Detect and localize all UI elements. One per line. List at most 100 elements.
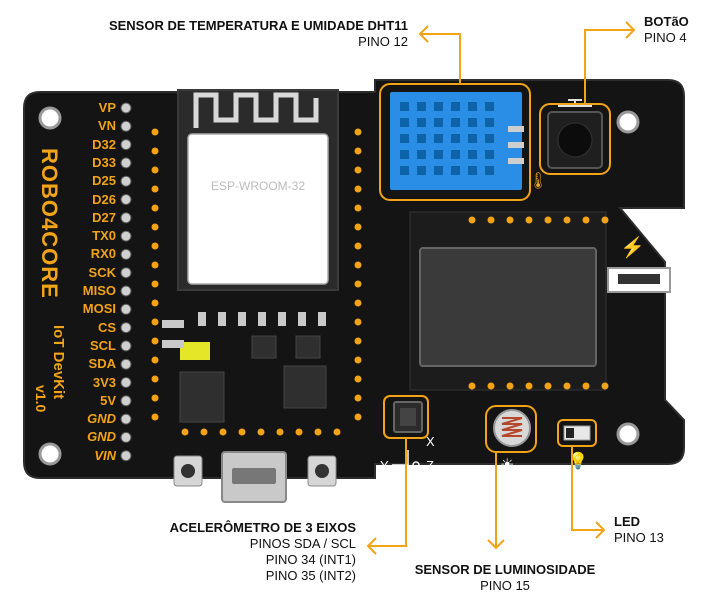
gold-pad — [354, 356, 362, 364]
radio-shield — [419, 247, 597, 367]
gold-pad — [506, 216, 514, 224]
esp32-shield — [187, 133, 329, 285]
button-title: BOTãO — [644, 14, 689, 29]
light-arrow — [487, 539, 505, 550]
dht11-vent — [417, 102, 426, 111]
gold-pad — [544, 382, 552, 390]
dht11-callout — [379, 83, 531, 201]
dht11-vent — [417, 150, 426, 159]
pin-label: 5V — [100, 392, 116, 408]
dht11-vent — [451, 150, 460, 159]
sun-icon: ☀ — [500, 457, 514, 474]
gold-pad — [151, 356, 159, 364]
gold-pad — [333, 428, 341, 436]
header-pin — [120, 395, 132, 407]
gold-pad — [582, 382, 590, 390]
dht11-vent — [434, 166, 443, 175]
pin-label: SCK — [88, 264, 116, 280]
header-pin — [120, 120, 132, 132]
header-pin — [120, 157, 132, 169]
gold-pad — [354, 128, 362, 136]
gold-pad — [563, 216, 571, 224]
battery-slot — [618, 274, 660, 284]
dht11-vent — [400, 102, 409, 111]
gold-pad — [151, 223, 159, 231]
gold-pad — [354, 204, 362, 212]
gold-pad — [354, 318, 362, 326]
voltage-regulator — [179, 371, 225, 423]
light-pin: PINO 15 — [480, 578, 530, 593]
header-pin — [120, 285, 132, 297]
button-leader — [584, 29, 634, 104]
dht11-vent — [468, 166, 477, 175]
led-callout — [557, 419, 597, 447]
header-pin — [120, 450, 132, 462]
accel-line-1: PINOS SDA / SCL — [249, 536, 356, 551]
button-callout — [539, 103, 611, 175]
pin-label: D32 — [92, 136, 116, 152]
dht11-vent — [468, 102, 477, 111]
pin-label: TX0 — [92, 228, 116, 244]
smd-resistor — [198, 312, 206, 326]
gold-pad — [354, 299, 362, 307]
dht11-vent — [400, 150, 409, 159]
light-title: SENSOR DE LUMINOSIDADE — [414, 562, 596, 577]
gold-pad — [601, 216, 609, 224]
smd-chip — [180, 342, 210, 360]
header-pads — [151, 128, 362, 436]
header-pin — [120, 431, 132, 443]
gold-pad — [151, 185, 159, 193]
pin-label: D25 — [92, 173, 116, 189]
pin-header — [120, 102, 132, 462]
gold-pad — [582, 216, 590, 224]
pin-label: VIN — [94, 447, 116, 463]
accel-arrow — [366, 537, 377, 555]
dht11-vent — [451, 166, 460, 175]
pin-label: D26 — [92, 191, 116, 207]
header-pin — [120, 340, 132, 352]
dht11-vent — [451, 134, 460, 143]
dht11-label: SENSOR DE TEMPERATURA E UMIDADE DHT11 PI… — [48, 18, 408, 50]
pin-label: SCL — [90, 337, 116, 353]
gold-pad — [151, 299, 159, 307]
product-version: v1.0 — [33, 385, 49, 412]
pin-label: GND — [87, 411, 116, 427]
thermometer-icon: 🌡 — [528, 172, 548, 190]
gold-pad — [151, 204, 159, 212]
gold-pad — [151, 413, 159, 421]
smd-resistor — [218, 312, 226, 326]
header-pin — [120, 212, 132, 224]
mount-hole-tr — [616, 110, 640, 134]
dht11-title: SENSOR DE TEMPERATURA E UMIDADE DHT11 — [108, 18, 408, 33]
gold-pad — [151, 128, 159, 136]
pin-label: GND — [87, 429, 116, 445]
dht11-vent — [417, 166, 426, 175]
gold-pad — [257, 428, 265, 436]
gold-pad — [181, 428, 189, 436]
smd-cap — [162, 340, 184, 348]
accel-line-2: PINO 34 (INT1) — [265, 552, 356, 567]
pin-label: MISO — [82, 283, 116, 298]
pin-label: CS — [97, 319, 116, 335]
dht11-vent — [468, 134, 477, 143]
accel-line-3: PINO 35 (INT2) — [265, 568, 356, 583]
pin-label: MOSI — [82, 301, 116, 317]
led-leader — [571, 446, 604, 531]
smd-cap — [162, 320, 184, 328]
gold-pad — [525, 216, 533, 224]
dht11-vent — [434, 102, 443, 111]
lightning-icon: ⚡ — [620, 235, 645, 259]
push-button-cap — [557, 122, 593, 158]
led-body — [566, 428, 574, 438]
ldr-trace — [501, 417, 523, 437]
header-pin — [120, 175, 132, 187]
axis-x-label: X — [426, 434, 435, 449]
pin-label: D33 — [92, 154, 116, 170]
dht11-vent — [485, 166, 494, 175]
smd-resistor — [258, 312, 266, 326]
header-pin — [120, 322, 132, 334]
header-pin — [120, 230, 132, 242]
gold-pad — [238, 428, 246, 436]
gold-pad — [151, 318, 159, 326]
antenna-trace — [193, 92, 319, 128]
